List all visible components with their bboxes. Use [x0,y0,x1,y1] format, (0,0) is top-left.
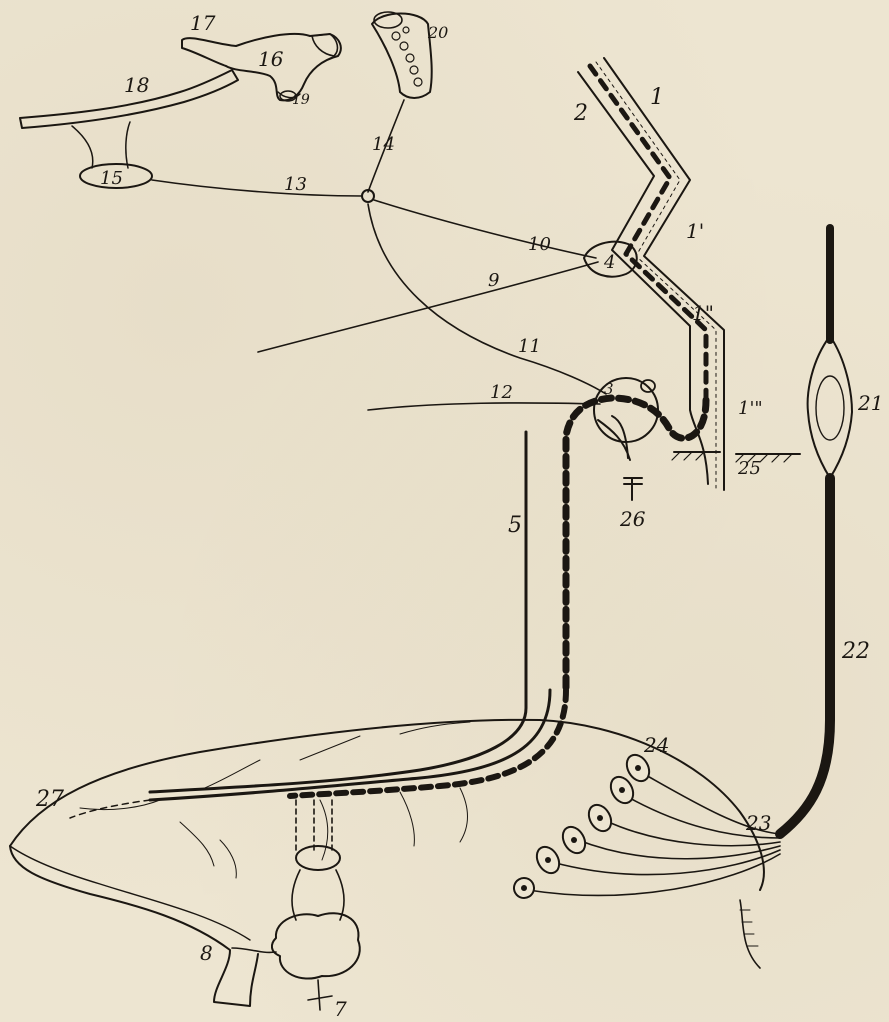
label-5: 5 [508,513,522,538]
label-19: 19 [292,92,310,108]
label-14: 14 [372,134,395,155]
label-1p: 1' [686,219,704,243]
label-23: 23 [745,811,771,835]
ground-25 [672,452,800,462]
nerve-22 [780,228,852,834]
label-10: 10 [528,234,551,255]
label-26: 26 [619,507,646,531]
label-1: 1 [650,85,664,110]
ganglion-3 [566,378,706,690]
organ-20 [372,12,432,98]
label-18: 18 [124,73,149,97]
label-22: 22 [841,639,870,664]
label-24: 24 [643,733,669,757]
diagram-labels: 1 2 1' 1" 1'" 4 3 5 7 8 9 10 11 12 13 14… [35,11,883,1021]
nerve-5 [70,432,566,818]
label-7: 7 [334,997,347,1021]
label-27: 27 [35,787,64,812]
organ-27 [10,720,764,1006]
organ-7 [232,800,360,1010]
label-3: 3 [604,380,614,398]
label-20: 20 [427,23,448,42]
label-12: 12 [490,382,513,403]
label-9: 9 [488,270,499,291]
label-4: 4 [603,252,615,273]
label-16: 16 [258,47,284,71]
label-25: 25 [737,458,761,479]
label-1pp: 1" [692,301,714,325]
label-13: 13 [284,174,307,195]
upper-organ [20,34,341,128]
label-1ppp: 1'" [738,398,763,419]
label-8: 8 [200,941,213,965]
receptors-24 [510,751,780,968]
label-15: 15 [100,168,123,189]
label-17: 17 [190,11,216,35]
label-2: 2 [573,101,588,126]
label-21: 21 [857,391,883,415]
label-11: 11 [518,336,541,357]
